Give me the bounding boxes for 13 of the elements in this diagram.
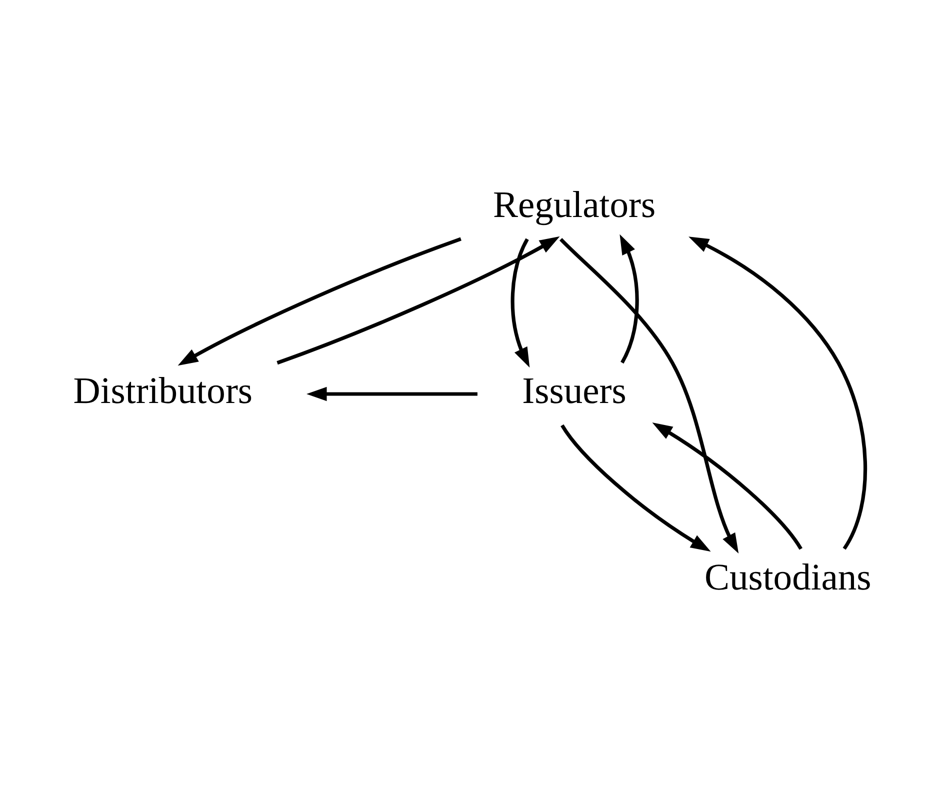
- node-text: Custodians: [704, 557, 872, 598]
- arrow: [178, 237, 462, 366]
- arrow: [560, 238, 739, 554]
- arrow: [652, 422, 802, 550]
- arrow: [688, 236, 867, 550]
- node-text: Distributors: [73, 371, 253, 412]
- arrow: [276, 236, 560, 365]
- node-text: Regulators: [493, 184, 656, 226]
- arrow: [306, 386, 478, 402]
- arrow: [620, 234, 639, 364]
- arrow: [560, 424, 711, 552]
- node-text: Issuers: [522, 371, 626, 412]
- arrow: [510, 238, 530, 368]
